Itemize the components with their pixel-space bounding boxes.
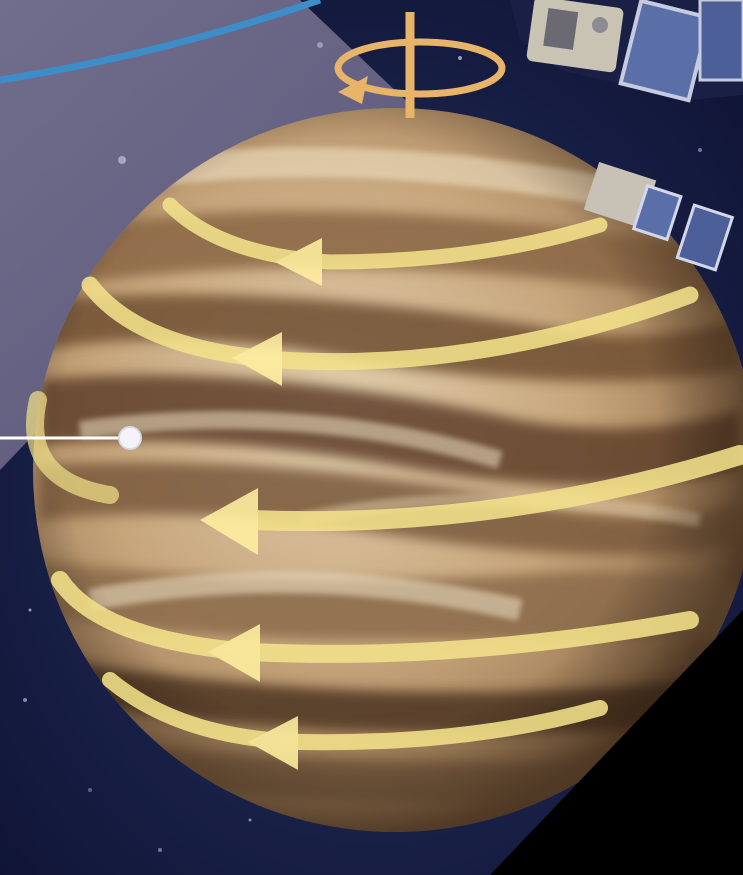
illustration	[0, 0, 743, 875]
planet-illustration	[0, 0, 743, 875]
